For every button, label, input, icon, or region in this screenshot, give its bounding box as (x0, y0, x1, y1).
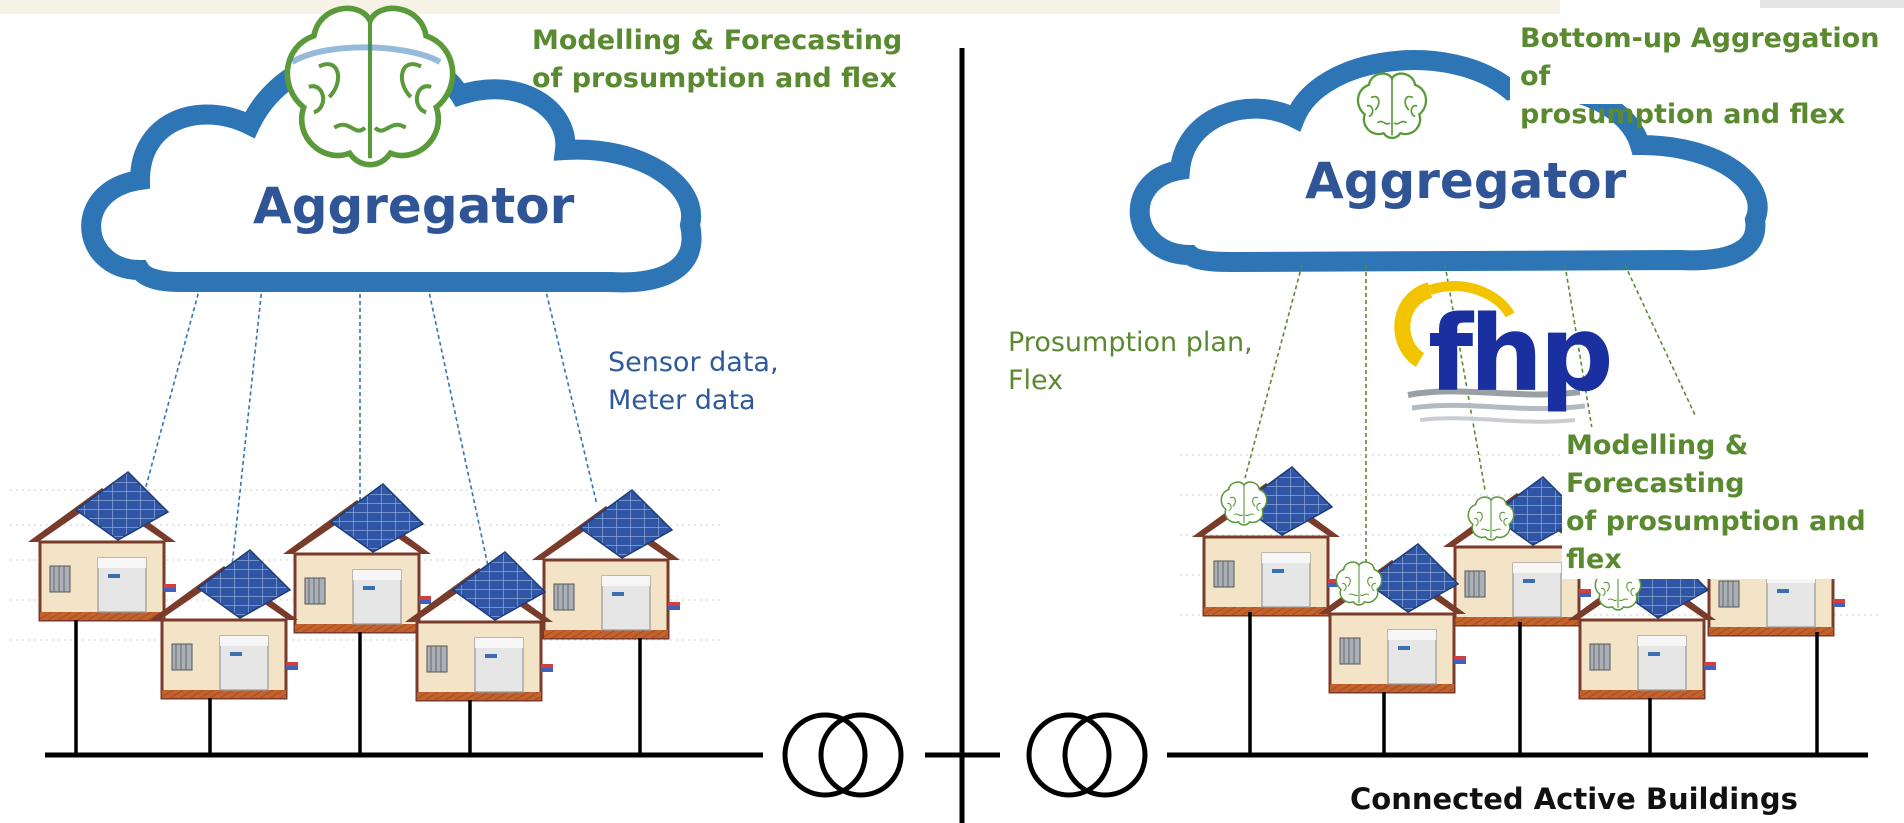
right-modelling-line-1: Modelling & Forecasting (1566, 430, 1749, 499)
right-cloud-label-backdrop (1510, 20, 1870, 104)
right-modelling-line-2: of prosumption and flex (1566, 506, 1866, 575)
right-house-2 (1316, 542, 1468, 694)
left-house-2 (148, 548, 300, 700)
right-aggregation-line-1: Bottom-up Aggregation of (1520, 23, 1880, 92)
left-data-line-1: Sensor data, (608, 347, 779, 378)
left-house-4 (403, 550, 555, 702)
left-modelling-line-2: of prosumption and flex (532, 63, 897, 94)
left-data-label: Sensor data, Meter data (608, 344, 779, 420)
left-brain-icon (287, 8, 452, 164)
right-modelling-label: Modelling & Forecasting of prosumption a… (1562, 427, 1904, 579)
top-right-corner (1760, 0, 1904, 8)
left-data-line-2: Meter data (608, 385, 756, 416)
left-data-links (144, 286, 598, 567)
left-modelling-label: Modelling & Forecasting of prosumption a… (532, 22, 902, 98)
left-house-1 (26, 470, 178, 622)
left-brain-overlay (290, 44, 442, 65)
left-transformer-icon (785, 715, 901, 795)
top-strip (0, 0, 1560, 14)
left-service-drops (74, 620, 642, 755)
right-service-drops (1248, 612, 1819, 755)
right-aggregator-label: Aggregator (1305, 152, 1627, 210)
fhp-logo: fhp (1394, 281, 1614, 424)
right-cloud-brain-icon (1356, 72, 1428, 140)
fhp-logo-text: fhp (1428, 293, 1610, 415)
right-plan-line-1: Prosumption plan, (1008, 327, 1253, 358)
left-cloud-icon (81, 42, 702, 293)
right-aggregation-label: Bottom-up Aggregation of prosumption and… (1520, 20, 1904, 134)
right-plan-label: Prosumption plan, Flex (1008, 324, 1253, 400)
bottom-caption: Connected Active Buildings (1350, 782, 1798, 816)
left-aggregator-label: Aggregator (253, 177, 575, 235)
right-aggregation-line-2: prosumption and flex (1520, 99, 1846, 130)
left-modelling-line-1: Modelling & Forecasting (532, 25, 903, 56)
right-transformer-icon (1029, 715, 1145, 795)
left-house-5 (530, 488, 682, 640)
right-house-1 (1190, 465, 1342, 617)
right-plan-line-2: Flex (1008, 365, 1064, 396)
left-house-3 (281, 482, 433, 634)
